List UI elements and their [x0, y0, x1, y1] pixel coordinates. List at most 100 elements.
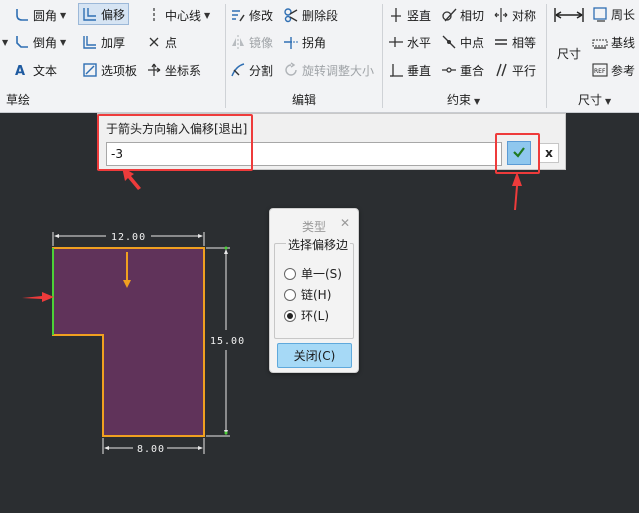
chamfer-leading-dropdown-icon[interactable]: ▼	[2, 38, 9, 47]
mirror-button[interactable]: 镜像	[230, 31, 273, 53]
parallel-label: 平行	[512, 63, 537, 78]
horizontal-label: 水平	[407, 35, 432, 50]
midpoint-button[interactable]: 中点	[441, 31, 484, 53]
dialog-title: 类型	[302, 220, 327, 234]
palette-button[interactable]: 选项板	[82, 59, 137, 81]
fillet-dropdown-icon[interactable]: ▼	[60, 10, 67, 20]
accept-button[interactable]	[507, 141, 531, 165]
dim-endpoint	[224, 431, 228, 435]
sketch-group: 圆角 ▼ ▼ 倒角 ▼ A 文本 偏移 加厚 选项板 中心线 ▼	[0, 0, 225, 113]
dimension-group-dropdown-icon: ▼	[605, 97, 612, 106]
offset-direction-arrowhead	[123, 280, 131, 288]
vertical-button[interactable]: 竖直	[388, 4, 431, 26]
coord-sys-button[interactable]: 坐标系	[146, 59, 201, 81]
point-icon	[146, 34, 162, 50]
centerline-button[interactable]: 中心线 ▼	[146, 4, 210, 26]
modify-icon	[230, 7, 246, 23]
text-button[interactable]: A 文本	[14, 59, 57, 81]
radio-chain-indicator[interactable]	[284, 288, 296, 301]
perimeter-label: 周长	[611, 7, 636, 22]
modify-button[interactable]: 修改	[230, 4, 273, 26]
baseline-icon	[592, 34, 608, 50]
baseline-label: 基线	[611, 35, 636, 50]
reference-icon: REF	[592, 62, 608, 78]
coincident-icon	[441, 62, 457, 78]
dimension-button[interactable]: 尺寸	[553, 6, 585, 66]
coincident-label: 重合	[460, 63, 485, 78]
radio-loop[interactable]: 环(L)	[284, 307, 329, 324]
chamfer-button[interactable]: 倒角 ▼	[14, 31, 66, 53]
offset-type-dialog: 类型 ✕ 选择偏移边 单一(S) 链(H) 环(L) 关闭(C)	[269, 208, 359, 373]
sketch-canvas[interactable]: 12.00 15.00 8.00	[0, 170, 639, 513]
dimension-group-title-label: 尺寸	[578, 93, 603, 107]
coord-sys-label: 坐标系	[165, 63, 202, 78]
constrain-group-title[interactable]: 约束▼	[447, 91, 480, 108]
ribbon-divider	[546, 4, 547, 108]
annotation-arrow-input	[122, 170, 141, 190]
horizontal-button[interactable]: 水平	[388, 31, 431, 53]
delete-segment-button[interactable]: 删除段	[283, 4, 338, 26]
equal-button[interactable]: 相等	[493, 31, 536, 53]
perpendicular-label: 垂直	[407, 63, 432, 78]
constrain-group-title-label: 约束	[447, 93, 472, 107]
dim-text-top[interactable]: 12.00	[111, 232, 146, 243]
ribbon-divider	[382, 4, 383, 108]
symmetric-label: 对称	[512, 8, 537, 23]
baseline-button[interactable]: 基线	[592, 31, 635, 53]
offset-button[interactable]: 偏移	[78, 3, 130, 25]
midpoint-label: 中点	[460, 35, 485, 50]
fillet-label: 圆角	[33, 8, 58, 23]
svg-text:A: A	[15, 64, 25, 78]
annotation-arrow-accept	[512, 172, 522, 210]
fillet-button[interactable]: 圆角 ▼	[14, 4, 66, 26]
centerline-dropdown-icon[interactable]: ▼	[204, 10, 211, 20]
dim-text-right[interactable]: 15.00	[210, 336, 245, 347]
chamfer-label: 倒角	[33, 35, 58, 50]
point-button[interactable]: 点	[146, 31, 177, 53]
divide-button[interactable]: 分割	[230, 59, 273, 81]
reference-label: 参考	[611, 63, 636, 78]
radio-single[interactable]: 单一(S)	[284, 265, 342, 282]
offset-value-input[interactable]	[106, 142, 502, 166]
vertical-label: 竖直	[407, 8, 432, 23]
dimension-group-title[interactable]: 尺寸▼	[578, 91, 611, 108]
perimeter-button[interactable]: 周长	[592, 3, 635, 25]
sketch-profile[interactable]	[52, 247, 205, 437]
dim-text-bottom[interactable]: 8.00	[137, 444, 165, 455]
reference-button[interactable]: REF 参考	[592, 59, 635, 81]
delete-segment-label: 删除段	[302, 8, 339, 23]
thicken-button[interactable]: 加厚	[82, 31, 125, 53]
perpendicular-button[interactable]: 垂直	[388, 59, 431, 81]
svg-text:REF: REF	[594, 68, 606, 75]
symmetric-button[interactable]: 对称	[493, 4, 536, 26]
delete-segment-icon	[283, 7, 299, 23]
tangent-button[interactable]: 相切	[441, 4, 484, 26]
edit-group: 修改 镜像 分割 删除段 拐角 旋转调整大小 编辑	[226, 0, 382, 113]
chamfer-dropdown-icon[interactable]: ▼	[60, 37, 67, 47]
ribbon-divider	[225, 4, 226, 108]
dim-endpoint	[224, 246, 228, 250]
rotate-resize-icon	[283, 62, 299, 78]
corner-button[interactable]: 拐角	[283, 31, 326, 53]
offset-prompt-panel: 于箭头方向输入偏移[退出] x	[97, 113, 566, 170]
divide-icon	[230, 62, 246, 78]
constrain-group-dropdown-icon: ▼	[474, 97, 481, 106]
cancel-button[interactable]: x	[539, 143, 559, 163]
radio-single-indicator[interactable]	[284, 267, 296, 280]
mirror-label: 镜像	[249, 35, 274, 50]
palette-label: 选项板	[101, 63, 138, 78]
radio-loop-indicator[interactable]	[284, 309, 296, 322]
parallel-button[interactable]: 平行	[493, 59, 536, 81]
offset-icon	[82, 6, 98, 22]
horizontal-constraint-icon	[388, 34, 404, 50]
corner-icon	[283, 34, 299, 50]
dialog-close-button[interactable]: 关闭(C)	[277, 343, 352, 368]
dialog-close-label: 关闭(C)	[293, 349, 336, 363]
perpendicular-icon	[388, 62, 404, 78]
radio-chain[interactable]: 链(H)	[284, 286, 331, 303]
rotate-resize-button[interactable]: 旋转调整大小	[283, 59, 374, 81]
coincident-button[interactable]: 重合	[441, 59, 484, 81]
prompt-label: 于箭头方向输入偏移[退出]	[106, 122, 248, 136]
close-icon[interactable]: ✕	[340, 216, 351, 230]
text-tool-icon: A	[14, 62, 30, 78]
